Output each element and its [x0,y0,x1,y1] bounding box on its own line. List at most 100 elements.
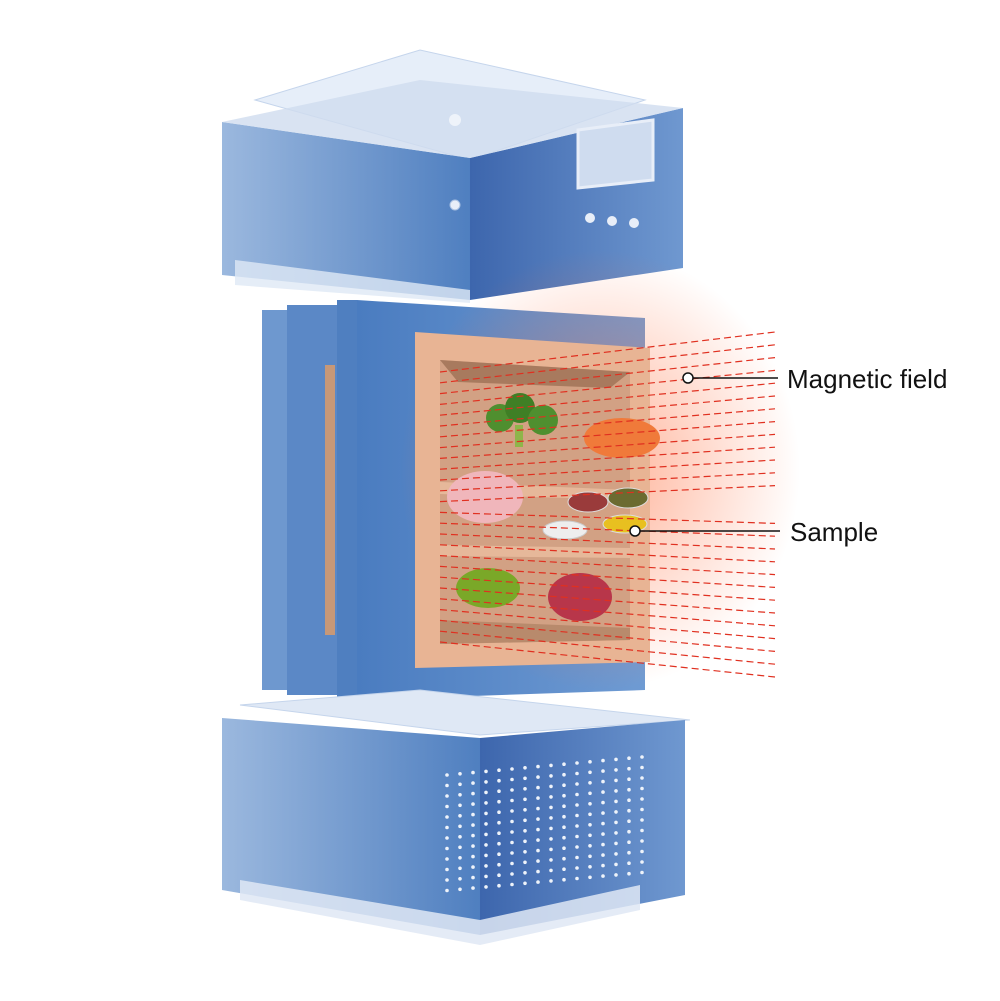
vent-hole [640,776,644,780]
vent-hole [445,888,449,893]
vent-hole [588,823,592,827]
vent-hole [627,766,631,771]
vent-hole [614,799,618,804]
vent-hole [627,840,631,844]
field-line [439,472,776,492]
magnetic-field-lines [439,331,776,678]
vent-hole [471,791,475,796]
vent-hole [640,807,644,812]
vent-hole [575,782,579,786]
vent-hole [471,823,475,827]
vent-hole [536,838,540,842]
field-line [439,459,776,481]
vent-hole [458,856,462,860]
sample-label: Sample [790,517,879,547]
ventilation-holes [445,755,644,893]
control-button-2[interactable] [607,216,617,226]
vent-hole [562,793,566,798]
vent-hole [627,798,631,802]
vent-hole [510,861,514,866]
vent-hole [562,835,566,840]
vent-hole [445,773,449,777]
vent-hole [614,778,618,783]
vent-hole [640,786,644,791]
field-line [439,544,776,563]
vent-hole [523,871,527,875]
vent-hole [627,871,631,876]
vent-hole [510,851,514,855]
vent-hole [536,764,540,769]
vent-hole [497,778,501,783]
vent-hole [471,865,475,869]
lid-button[interactable] [449,114,461,126]
vent-hole [614,873,618,877]
vent-hole [627,819,631,823]
vent-hole [497,799,501,804]
vent-hole [549,826,553,831]
vent-hole [562,814,566,819]
vent-hole [458,824,462,829]
field-line [439,641,776,678]
vent-hole [458,814,462,818]
top-left-face [222,122,470,300]
vent-hole [523,797,527,802]
vent-hole [536,785,540,790]
vent-hole [601,832,605,836]
vent-hole [471,781,475,785]
vent-hole [562,804,566,808]
field-line [439,433,776,459]
top-control-unit [222,49,683,303]
magnetic-field-label: Magnetic field [787,364,948,394]
vent-hole [549,774,553,778]
field-line [439,408,776,438]
vent-hole [536,817,540,821]
vent-hole [471,844,475,848]
vent-hole [484,864,488,868]
power-button[interactable] [449,199,461,211]
vent-hole [614,862,618,867]
vent-hole [458,772,462,776]
vent-hole [627,756,631,760]
vent-hole [484,853,488,858]
vent-hole [640,849,644,854]
vent-hole [445,794,449,798]
vent-hole [497,768,501,772]
vent-hole [523,881,527,886]
vent-hole [640,765,644,770]
control-button-3[interactable] [629,218,639,228]
vent-hole [575,866,579,870]
vent-hole [536,869,540,874]
kiwi-sample [456,568,520,608]
field-line [439,522,776,537]
vent-hole [497,852,501,856]
vent-hole [445,846,449,851]
field-line [439,576,776,601]
vent-hole [549,784,553,789]
field-line [439,369,776,405]
vent-hole [484,769,488,774]
field-line [439,421,776,449]
vent-hole [601,800,605,805]
vent-hole [458,782,462,787]
vent-hole [575,834,579,839]
vent-hole [575,803,579,807]
field-line [439,395,776,427]
vent-hole [640,797,644,801]
display-screen[interactable] [576,118,655,190]
vent-hole [614,831,618,835]
control-button-1[interactable] [585,213,595,223]
pork-sample [447,471,523,523]
vent-hole [536,806,540,811]
vent-hole [575,813,579,818]
vent-hole [614,820,618,825]
vent-hole [523,839,527,844]
vent-hole [523,776,527,781]
vent-hole [445,783,449,788]
vent-hole [510,798,514,803]
vent-hole [627,850,631,855]
vent-hole [588,781,592,785]
vent-hole [575,761,579,765]
vent-hole [497,841,501,846]
vent-hole [601,874,605,878]
vent-hole [601,821,605,826]
